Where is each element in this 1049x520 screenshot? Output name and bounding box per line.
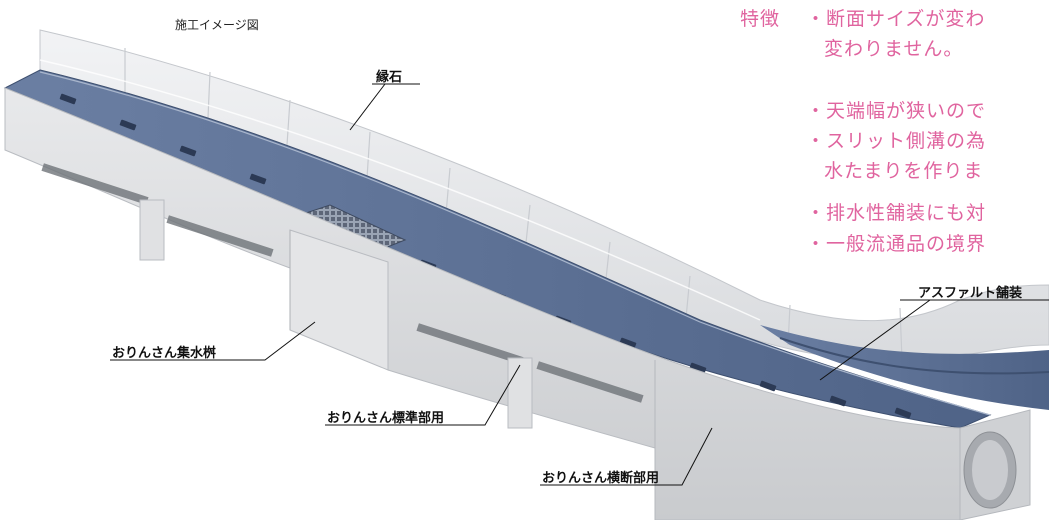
feature-line: 水たまりを作りま [824, 160, 984, 182]
label-underlines [372, 83, 1049, 301]
features-heading: 特徴 [740, 8, 781, 30]
label-asphalt-pavement: アスファルト舗装 [918, 286, 1023, 301]
label-crossing-section: おりんさん横断部用 [542, 471, 660, 486]
feature-line: ・天端幅が狭いので [806, 100, 987, 122]
leader-lines [110, 83, 931, 486]
feature-line: ・一般流通品の境界 [806, 233, 987, 255]
feature-line: ・排水性舗装にも対 [806, 202, 987, 224]
feature-line: ・断面サイズが変わ [806, 8, 986, 30]
gutter-body [4, 87, 1031, 520]
features-panel: 特徴 ・断面サイズが変わ 変わりません。 ・天端幅が狭いので ・スリット側溝の為… [740, 4, 1049, 304]
label-standard-section: おりんさん標準部用 [327, 411, 445, 426]
feature-line: ・スリット側溝の為 [806, 130, 987, 152]
label-curb-stone: 縁石 [376, 70, 403, 85]
feature-line: 変わりません。 [824, 38, 964, 60]
label-catch-basin: おりんさん集水桝 [112, 346, 217, 361]
asphalt-pavement [760, 325, 1049, 410]
diagram-caption: 施工イメージ図 [175, 18, 259, 32]
